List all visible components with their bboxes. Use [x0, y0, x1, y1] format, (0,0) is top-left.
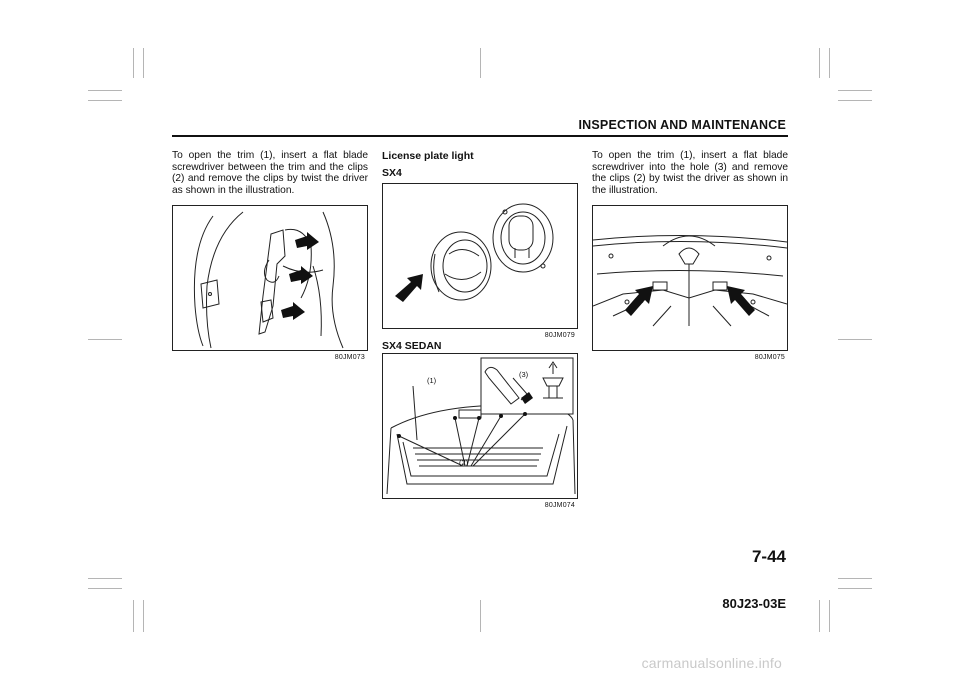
crop-mark	[88, 339, 122, 340]
document-code: 80J23-03E	[722, 596, 786, 611]
callout-trim-label: (1)	[427, 376, 437, 385]
sedan-trunk-illustration: (1) (2) (3)	[382, 353, 578, 499]
crop-mark	[88, 90, 122, 91]
figure-code: 80JM073	[334, 354, 365, 362]
crop-mark	[829, 48, 830, 78]
sx4-subheading: SX4	[382, 167, 402, 179]
callout-clips-label: (2)	[459, 458, 469, 467]
callout-hole-label: (3)	[519, 370, 529, 379]
crop-mark	[480, 600, 481, 632]
page-number: 7-44	[751, 547, 786, 566]
crop-mark	[133, 600, 134, 632]
lamp-bulb-illustration	[382, 183, 578, 329]
crop-mark	[838, 578, 872, 579]
left-column: To open the trim (1), insert a flat blad…	[172, 150, 368, 361]
crop-mark	[838, 100, 872, 101]
header-rule	[172, 135, 788, 137]
crop-mark	[143, 600, 144, 632]
crop-mark	[88, 588, 122, 589]
crop-mark	[819, 48, 820, 78]
crop-mark	[829, 600, 830, 632]
trunk-lid-clip-illustration	[592, 205, 788, 352]
license-plate-light-heading: License plate light	[382, 150, 474, 162]
figure-code: 80JM079	[544, 332, 575, 339]
sx4-sedan-subheading: SX4 SEDAN	[382, 340, 442, 352]
right-instruction-paragraph: To open the trim (1), insert a flat blad…	[592, 150, 788, 196]
right-column: To open the trim (1), insert a flat blad…	[592, 150, 788, 361]
crop-mark	[838, 90, 872, 91]
crop-mark	[88, 100, 122, 101]
trim-clip-illustration	[172, 205, 368, 352]
crop-mark	[838, 588, 872, 589]
crop-mark	[143, 48, 144, 78]
figure-code: 80JM074	[544, 502, 575, 509]
crop-mark	[838, 339, 872, 340]
left-instruction-paragraph: To open the trim (1), insert a flat blad…	[172, 150, 368, 196]
crop-mark	[819, 600, 820, 632]
watermark: carmanualsonline.info	[641, 655, 782, 671]
middle-column: License plate light SX4 80JM079 SX4 SEDA…	[382, 150, 578, 509]
crop-mark	[88, 578, 122, 579]
crop-mark	[480, 48, 481, 78]
figure-code: 80JM075	[754, 354, 785, 362]
crop-mark	[133, 48, 134, 78]
section-title: INSPECTION AND MAINTENANCE	[578, 118, 786, 132]
